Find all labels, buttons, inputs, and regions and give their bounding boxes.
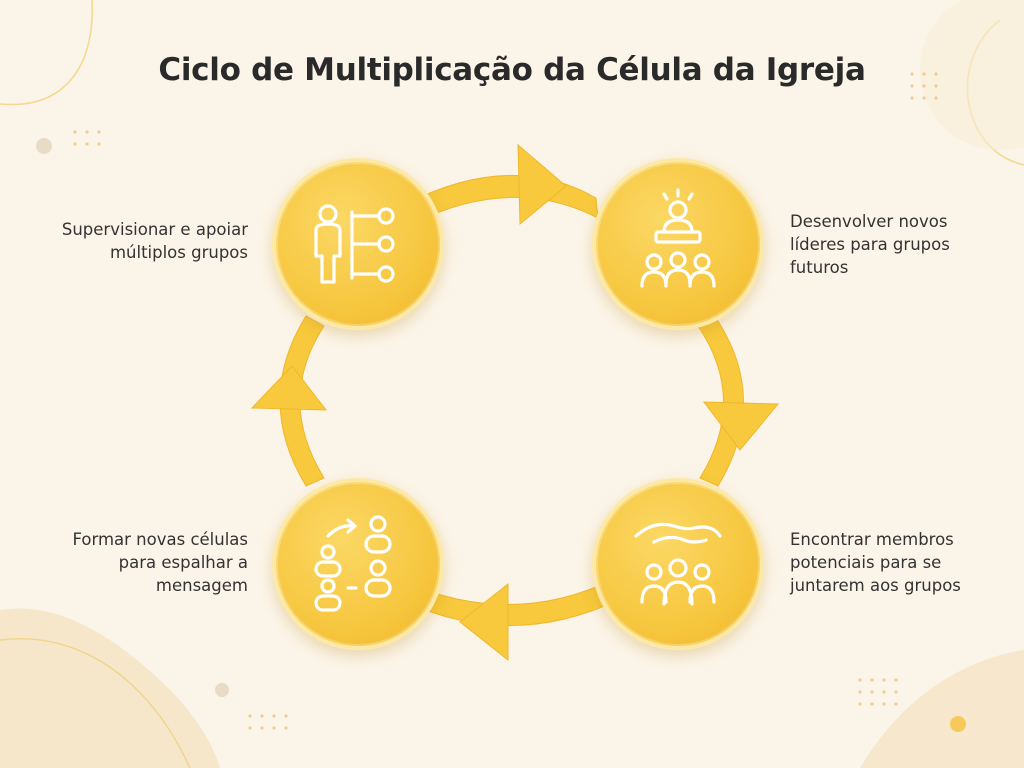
people-splitting-icon	[314, 515, 392, 612]
cycle-node-supervise-groups	[272, 158, 444, 330]
step-label-develop-leaders: Desenvolver novos líderes para grupos fu…	[790, 212, 950, 277]
arrowhead-right	[702, 401, 780, 451]
person-supervising-network-icon	[314, 204, 395, 284]
step-label-find-members: Encontrar membros potenciais para se jun…	[790, 530, 961, 595]
cycle-arrow-left	[279, 315, 325, 487]
arrowhead-top	[517, 143, 567, 226]
arrowhead-bottom	[459, 582, 509, 662]
cycle-node-develop-leaders	[592, 158, 764, 330]
step-label-form-cells: Formar novas células para espalhar a men…	[72, 530, 248, 595]
arrowhead-left	[250, 365, 328, 411]
cycle-node-form-cells	[272, 478, 444, 650]
hand-over-people-icon	[634, 522, 722, 606]
cycle-node-find-members	[592, 478, 764, 650]
leader-with-group-icon	[640, 188, 716, 288]
step-label-supervise-groups: Supervisionar e apoiar múltiplos grupos	[61, 220, 248, 262]
cycle-arrow-right	[697, 317, 744, 487]
page-title: Ciclo de Multiplicação da Célula da Igre…	[158, 52, 866, 88]
